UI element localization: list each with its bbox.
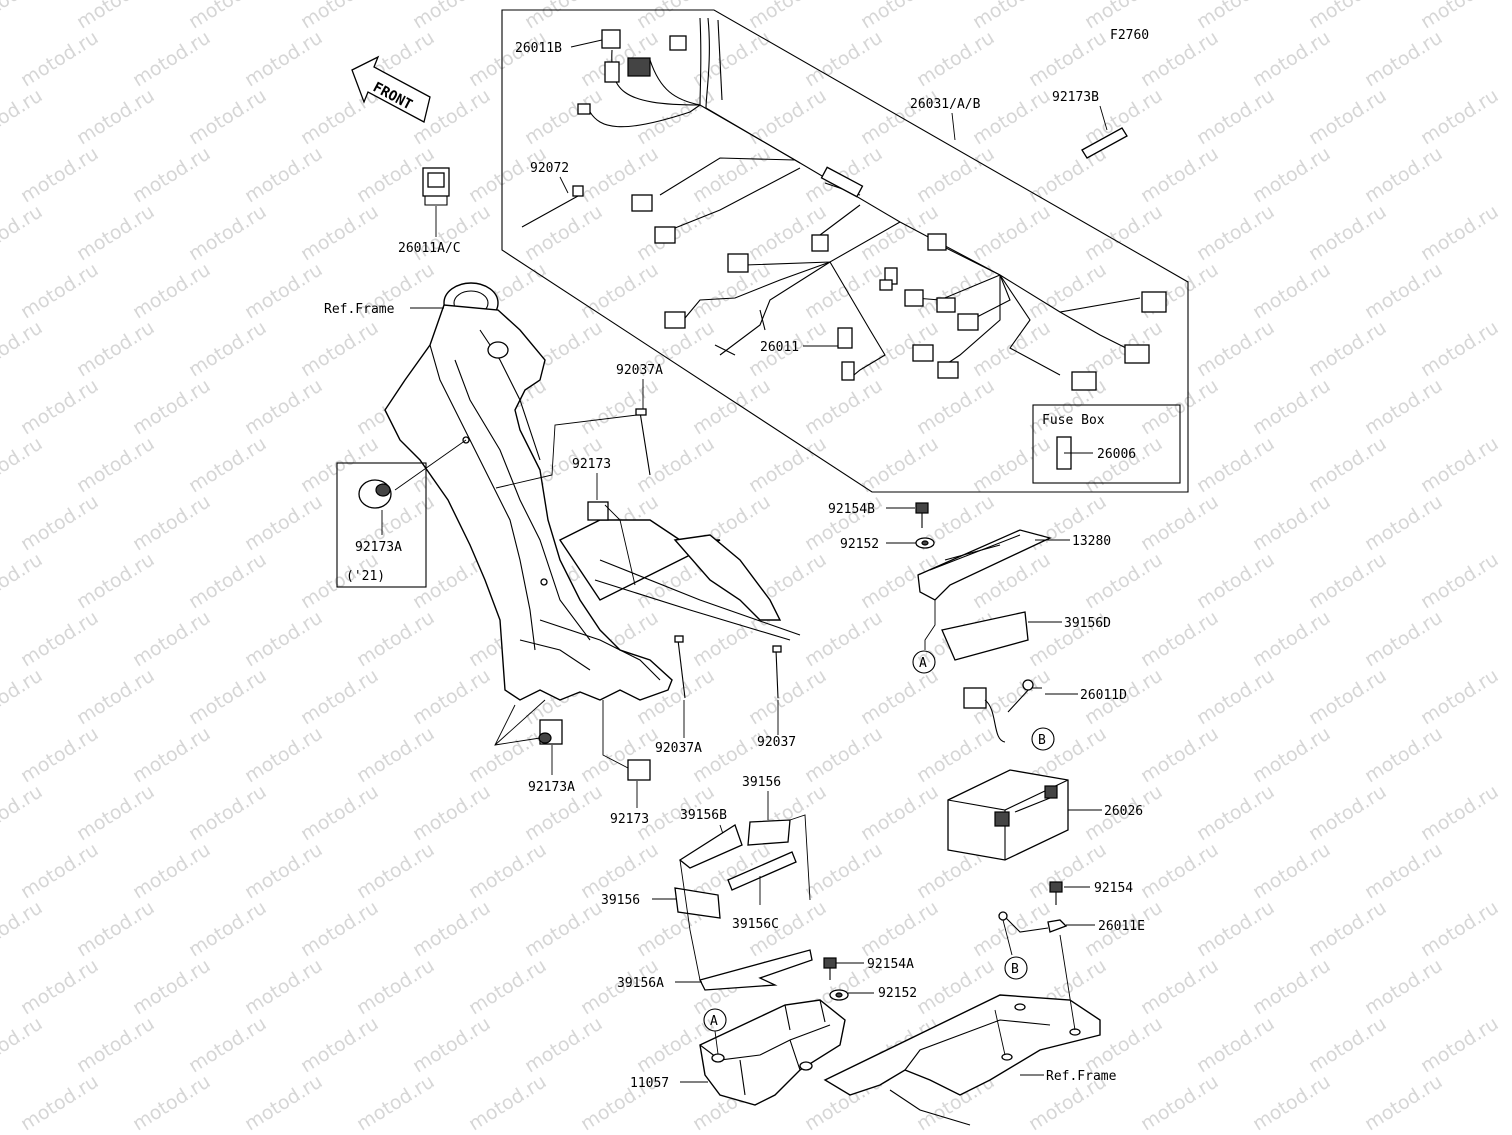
pad-39156-top-icon	[747, 819, 791, 846]
callout-26011B: 26011B	[515, 41, 562, 56]
callout-26011E: 26011E	[1098, 919, 1145, 934]
callout-39156-top: 39156	[742, 775, 781, 790]
figure-code: F2760	[1110, 28, 1149, 43]
callout-92173B: 92173B	[1052, 90, 1099, 105]
bolt-92154-icon	[1049, 881, 1063, 905]
callout-92173-top: 92173	[572, 457, 611, 472]
ref-marker-b-bottom	[1004, 956, 1028, 980]
cable-26011D-icon	[963, 679, 1042, 743]
callout-26011D: 26011D	[1080, 688, 1127, 703]
bolt-92154A-icon	[823, 957, 837, 980]
callout-92154: 92154	[1094, 881, 1133, 896]
pad-39156-left-icon	[674, 887, 721, 919]
callout-39156B: 39156B	[680, 808, 727, 823]
washer-92152-top-icon	[915, 537, 935, 549]
callout-26011: 26011	[760, 340, 799, 355]
callout-92152-top: 92152	[840, 537, 879, 552]
callout-92154A: 92154A	[867, 957, 914, 972]
pad-39156D-icon	[941, 611, 1029, 661]
callout-92037A-bottom: 92037A	[655, 741, 702, 756]
ref-marker-a-top-label: A	[919, 656, 927, 671]
callout-92037A-top: 92037A	[616, 363, 663, 378]
pad-39156A-icon	[699, 949, 813, 991]
ref-marker-b-bottom-label: B	[1011, 962, 1019, 977]
pad-39156B-icon	[678, 824, 743, 869]
callout-26026: 26026	[1104, 804, 1143, 819]
callout-92154B: 92154B	[828, 502, 875, 517]
rod-92037A-top-icon	[635, 408, 651, 476]
callout-92072: 92072	[530, 161, 569, 176]
fuse-box-inset	[1032, 404, 1181, 484]
callout-39156C: 39156C	[732, 917, 779, 932]
clamp-92173-top-icon	[587, 501, 609, 521]
frame-ref-label-top: Ref.Frame	[324, 302, 395, 317]
pad-39156C-icon	[727, 851, 797, 891]
bolt-92154B-icon	[915, 502, 929, 528]
callout-92173-bottom: 92173	[610, 812, 649, 827]
washer-92152-bottom-icon	[829, 989, 849, 1001]
callout-92173A-bottom: 92173A	[528, 780, 575, 795]
battery-26026-icon	[947, 769, 1069, 861]
callout-26031AB: 26031/A/B	[910, 97, 981, 112]
clamp-92173A-left-icon	[358, 479, 392, 509]
ref-marker-a-top	[912, 650, 936, 674]
callout-92037: 92037	[757, 735, 796, 750]
year-note: ('21)	[346, 569, 385, 584]
callout-13280: 13280	[1072, 534, 1111, 549]
callout-92173A-left: 92173A	[355, 540, 402, 555]
frame-ref-label-bottom: Ref.Frame	[1046, 1069, 1117, 1084]
relay-26011AC-icon	[422, 167, 450, 206]
callout-39156D: 39156D	[1064, 616, 1111, 631]
ref-marker-b-top-label: B	[1038, 733, 1046, 748]
callout-39156-left: 39156	[601, 893, 640, 908]
rod-92037A-bottom-icon	[674, 635, 686, 699]
harness-group-outline	[501, 9, 1189, 493]
battery-case-11057-icon	[699, 999, 846, 1106]
callout-11057: 11057	[630, 1076, 669, 1091]
lower-frame-section	[823, 994, 1101, 1126]
clamp-92173-bottom-icon	[627, 759, 651, 781]
main-frame	[384, 282, 801, 701]
clip-92173B-icon	[1081, 127, 1128, 159]
callout-92152-bottom: 92152	[878, 986, 917, 1001]
battery-band-13280-icon	[917, 529, 1052, 601]
callout-26011AC: 26011A/C	[398, 241, 461, 256]
ref-marker-b-top	[1031, 727, 1055, 751]
fuse-box-part: 26006	[1097, 447, 1136, 462]
clamp-92173A-bottom-icon	[538, 719, 563, 745]
wire-harness	[577, 17, 1167, 391]
fuse-box-title: Fuse Box	[1042, 413, 1105, 428]
inset-92173A-21	[336, 462, 427, 588]
rod-92037-icon	[772, 645, 782, 699]
front-arrow-icon: FRONT	[351, 55, 431, 123]
ref-marker-a-bottom-label: A	[710, 1014, 718, 1029]
tie-92072-icon	[521, 185, 584, 228]
cable-26011E-icon	[998, 911, 1068, 933]
callout-39156A: 39156A	[617, 976, 664, 991]
